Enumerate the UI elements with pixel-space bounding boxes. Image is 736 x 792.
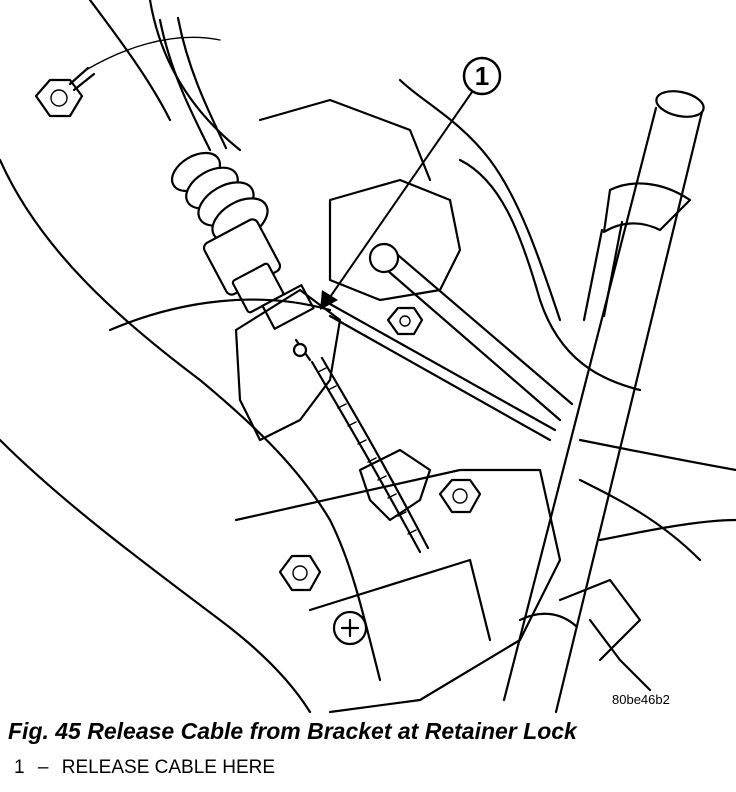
image-code: 80be46b2: [612, 692, 670, 707]
grommet-nut: [34, 66, 96, 118]
housing-slot-2: [588, 618, 652, 692]
rod-tip-2: [328, 302, 557, 432]
figure-caption: Fig. 45 Release Cable from Bracket at Re…: [8, 718, 577, 744]
shift-boot: [398, 78, 562, 322]
left-panel-outline: [0, 158, 382, 682]
legend-item: 1 – RELEASE CABLE HERE: [14, 757, 275, 779]
release-cable: [310, 356, 430, 554]
callout-1: 1: [462, 56, 502, 96]
right-console-3: [578, 478, 702, 562]
right-console: [578, 438, 736, 472]
cable-sheath: [158, 18, 212, 152]
legend-text: RELEASE CABLE HERE: [61, 757, 276, 778]
rod-tip: [328, 314, 552, 442]
shift-lever: [502, 90, 705, 714]
lower-left-panel: [0, 438, 312, 714]
bolt: [438, 478, 482, 514]
bellows-boot: [171, 151, 285, 314]
housing-inner: [308, 558, 492, 642]
retainer-lock: [358, 448, 432, 522]
technical-illustration: 1: [0, 0, 736, 714]
legend-number: 1: [14, 757, 25, 778]
lower-housing: [234, 468, 562, 714]
upper-left-curve: [148, 0, 242, 152]
wire-to-grommet: [85, 36, 221, 71]
shift-rod-lower: [390, 248, 574, 406]
callout-number: 1: [475, 61, 489, 91]
console-edge: [258, 98, 432, 182]
bolt: [386, 306, 424, 336]
phillips-screw: [332, 610, 368, 646]
rod-end-bushing: [368, 242, 400, 274]
callout-leader: [320, 91, 473, 310]
cable-sheath-inner: [176, 16, 228, 150]
shift-rod-upper: [378, 262, 562, 422]
top-curve: [88, 0, 172, 122]
bolt: [278, 554, 322, 592]
bracket-plate: [234, 288, 342, 442]
cable-end-fitting: [261, 284, 315, 362]
right-console-2: [598, 518, 736, 542]
bracket-lower: [108, 298, 332, 332]
legend-dash: –: [37, 757, 49, 778]
center-console-top: [328, 178, 462, 302]
shift-boot-2: [458, 158, 642, 392]
